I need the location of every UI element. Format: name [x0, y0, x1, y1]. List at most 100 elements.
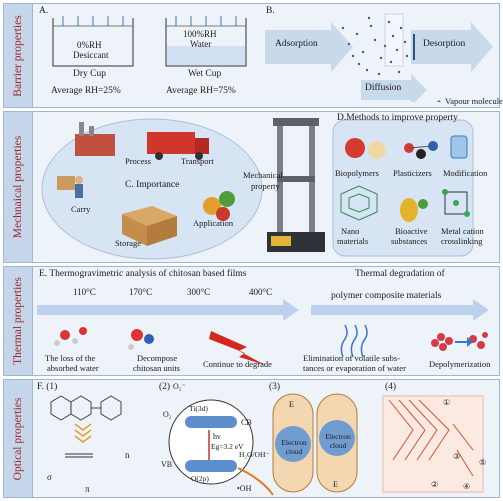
dry-cup-icon: [52, 16, 134, 67]
panel-3-label: (3): [269, 382, 281, 392]
volatile-arrows-icon: [340, 324, 368, 358]
wet-cup-average: Average RH=75%: [166, 86, 236, 96]
path-5-label: ⑤: [479, 458, 487, 467]
vapour-diagram: [265, 13, 493, 102]
step-2-line-2: chitosan units: [133, 363, 180, 373]
nano-materials-icon: [340, 185, 378, 221]
methods-title: D.Methods to improve property: [337, 113, 458, 123]
box-icon: [122, 206, 177, 246]
n-label: n: [125, 450, 130, 460]
dry-cup-name: Dry Cup: [73, 69, 106, 79]
sigma-label: σ: [47, 472, 52, 482]
degradation-title-2: polymer composite materials: [331, 291, 442, 301]
thermal-body: E. Thermogravimetric analysis of chitosa…: [33, 267, 499, 375]
item-carry: Carry: [71, 204, 91, 214]
panel-b-label: B.: [266, 6, 275, 16]
biopolymers-icon: [345, 138, 386, 159]
path-1-label: ①: [443, 398, 451, 407]
dry-cup-average: Average RH=25%: [51, 86, 121, 96]
barrier-body: A. 0%RH: [33, 4, 503, 107]
wet-cup-name: Wet Cup: [188, 69, 222, 79]
cb-label: CB: [241, 418, 252, 427]
oh-label: •OH: [237, 484, 252, 493]
machine-label-2: property: [251, 181, 280, 191]
importance-diagram: [41, 118, 474, 260]
item-storage: Storage: [115, 238, 141, 248]
machine-label-1: Mechanical: [243, 170, 283, 180]
optical-body: F. (1) (2) (3) (4): [33, 380, 499, 497]
item-transport: Transport: [181, 156, 214, 166]
cups-diagram: [52, 16, 247, 67]
temp-300: 300°C: [187, 287, 211, 297]
thermal-row: Thermal properties E. Thermogravimetric …: [3, 266, 500, 376]
vegetables-icon: [203, 191, 235, 221]
panel-4-label: (4): [385, 382, 397, 392]
dry-cup-material: Desiccant: [73, 50, 109, 60]
bioactive-substances-icon: [400, 198, 428, 222]
pi-label: π: [85, 484, 90, 494]
step-1-line-1: The loss of the: [45, 353, 96, 363]
factory-icon: [75, 122, 115, 156]
optical-title: F. (1): [37, 382, 58, 392]
bandgap-circle-icon: [168, 399, 274, 496]
method-bioactive: Bioactive: [395, 226, 428, 236]
h2o-label: H₂O/OH⁻: [239, 450, 270, 459]
temp-110: 110°C: [73, 287, 96, 297]
adsorption-label: Adsorption: [275, 39, 318, 49]
carry-person-icon: [57, 176, 83, 198]
mechanical-row: Mechnaical properties Process Transport …: [3, 111, 500, 263]
step-4-line-1: Elimination of volatile subs-: [303, 353, 401, 363]
vb-label: VB: [161, 460, 173, 469]
modification-icon: [450, 135, 468, 159]
method-bioactive-2: substances: [391, 236, 428, 246]
temp-400: 400°C: [249, 287, 273, 297]
field-e-bottom: E: [333, 480, 338, 489]
step-2-line-1: Decompose: [137, 353, 178, 363]
eg-label: Eg=3.2 eV: [211, 442, 244, 451]
field-e-top: E: [289, 400, 294, 409]
method-modification: Modification: [443, 168, 488, 178]
wet-cup-rh: 100%RH: [183, 29, 217, 39]
barrier-row: Barrier properties A.: [3, 3, 503, 108]
path-2-label: ②: [431, 480, 439, 489]
method-crosslinking: crosslinking: [441, 236, 483, 246]
optical-row: Optical properties F. (1) (2) (3) (4): [3, 379, 500, 498]
optical-diagram: [50, 393, 484, 496]
electron-cloud-icon: [272, 393, 358, 493]
method-biopolymers: Biopolymers: [335, 168, 379, 178]
mechanical-row-label: Mechnaical properties: [4, 112, 33, 262]
step-3-line-1: Continue to degrade: [203, 359, 272, 369]
vapour-legend: Vapour molecules: [445, 96, 503, 106]
o2-label: O₂: [163, 410, 172, 419]
step-1-line-2: absorbed water: [47, 363, 99, 373]
barrier-row-label: Barrier properties: [4, 4, 33, 107]
thermal-row-label: Thermal properties: [4, 267, 33, 375]
hv-label: hν: [213, 432, 221, 441]
method-metal-cation: Metal cation: [441, 226, 484, 236]
step-5-line-1: Depolymerization: [429, 359, 491, 369]
o2p-label: O(2p): [191, 474, 209, 483]
plasticizers-icon: [404, 141, 438, 159]
method-nano: Nano: [341, 226, 360, 236]
wet-cup-material: Water: [190, 39, 212, 49]
curcumin-structure-icon: [50, 395, 122, 421]
step-4-line-2: tances or evaporation of water: [303, 363, 406, 373]
thermal-analysis-title: E. Thermogravimetric analysis of chitosa…: [39, 269, 247, 279]
ti-label: Ti(3d): [189, 404, 208, 413]
dry-cup-rh: 0%RH: [77, 40, 102, 50]
panel-2-label: (2): [159, 382, 171, 392]
o2-minus-label: O₂⁻: [173, 382, 186, 391]
testing-machine-icon: [267, 118, 325, 252]
mechanical-body: Process Transport C. Importance Carry St…: [33, 112, 499, 262]
desorption-label: Desorption: [423, 39, 466, 49]
water-molecule-icon: [54, 327, 87, 346]
method-nano-2: materials: [337, 236, 369, 246]
light-scattering-icon: [382, 395, 484, 493]
method-plasticizers: Plasticizers: [393, 168, 432, 178]
item-process: Process: [125, 156, 151, 166]
path-4-label: ④: [463, 482, 471, 491]
diffusion-label: Diffusion: [365, 83, 402, 93]
degrade-arrow-icon: [209, 331, 265, 365]
temp-170: 170°C: [129, 287, 153, 297]
wet-cup-icon: [165, 16, 247, 67]
